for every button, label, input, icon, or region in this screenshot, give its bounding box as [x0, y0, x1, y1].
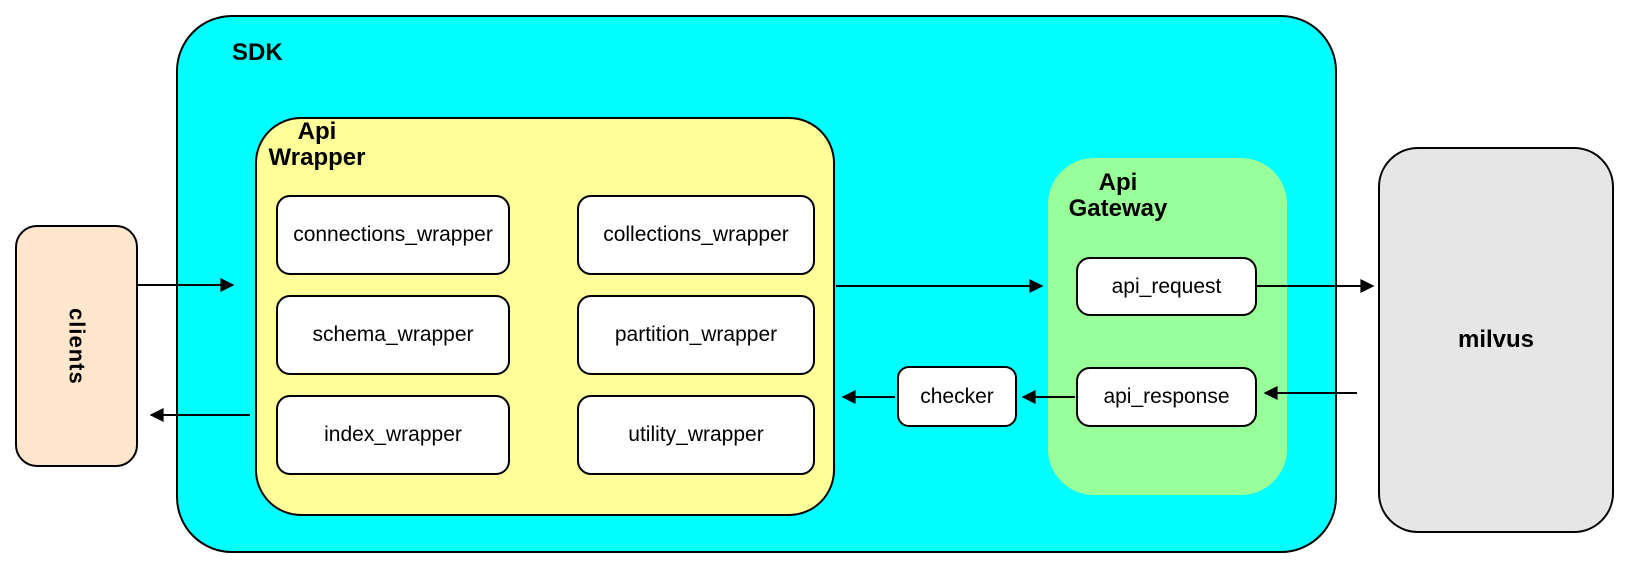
- milvus-label: milvus: [1457, 326, 1535, 353]
- api-gateway-container: Api Gateway api_request api_response: [1048, 158, 1287, 495]
- api-wrapper-title: Api Wrapper: [258, 119, 376, 171]
- node-index-wrapper: index_wrapper: [276, 395, 510, 475]
- api-wrapper-title-line2: Wrapper: [268, 144, 366, 171]
- api-wrapper-container: Api Wrapper connections_wrapper schema_w…: [255, 117, 835, 516]
- api-gateway-title-line1: Api: [1098, 169, 1138, 196]
- node-connections-wrapper: connections_wrapper: [276, 195, 510, 275]
- api-gateway-title: Api Gateway: [1058, 170, 1178, 222]
- sdk-container: SDK Api Wrapper connections_wrapper sche…: [176, 15, 1337, 553]
- milvus-node: milvus: [1378, 147, 1614, 533]
- node-utility-wrapper: utility_wrapper: [577, 395, 815, 475]
- node-api-request: api_request: [1076, 257, 1257, 316]
- api-gateway-title-line2: Gateway: [1068, 195, 1168, 222]
- node-schema-wrapper: schema_wrapper: [276, 295, 510, 375]
- node-partition-wrapper: partition_wrapper: [577, 295, 815, 375]
- clients-label: clients: [64, 307, 90, 385]
- node-checker: checker: [897, 366, 1017, 427]
- sdk-label: SDK: [232, 39, 283, 66]
- api-wrapper-title-line1: Api: [297, 118, 337, 145]
- node-api-response: api_response: [1076, 367, 1257, 427]
- node-collections-wrapper: collections_wrapper: [577, 195, 815, 275]
- clients-node: clients: [15, 225, 138, 467]
